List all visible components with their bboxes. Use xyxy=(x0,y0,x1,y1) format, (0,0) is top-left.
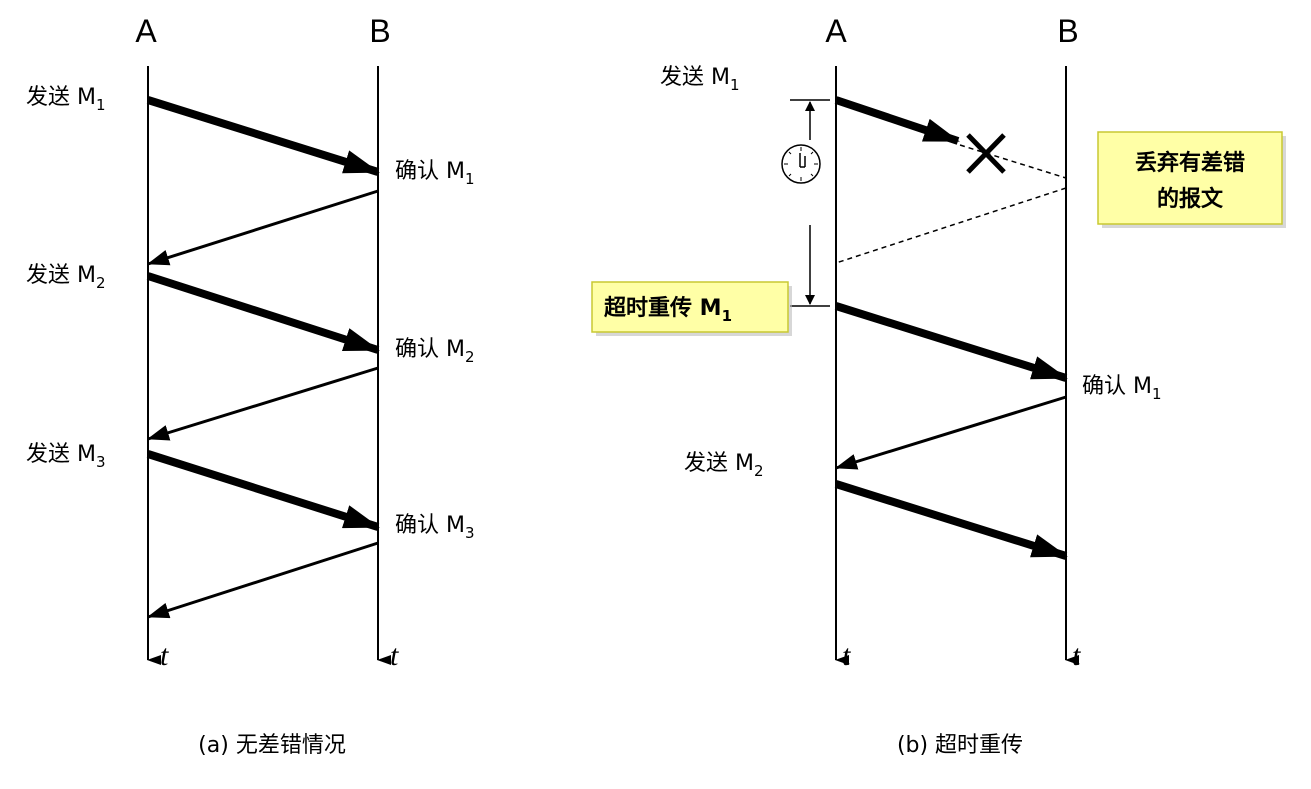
panel-a-ack-arrow-2 xyxy=(147,366,379,441)
panel-b-ack-label-1: 确认 M1 xyxy=(1082,374,1162,403)
discard-note-line-2: 的报文 xyxy=(1157,186,1224,212)
clock-icon xyxy=(781,144,821,184)
panel-b-send-label-2: 发送 M2 xyxy=(684,451,764,480)
panel-b-ack-arrow-1 xyxy=(835,395,1067,470)
panel-a-ack-label-2: 确认 M2 xyxy=(395,337,475,366)
panel-a-send-label-1: 发送 M1 xyxy=(26,85,106,114)
panel-a-send-arrow-2 xyxy=(146,272,380,354)
panel-b-send-arrow-lost xyxy=(834,96,960,145)
retransmit-note: 超时重传 M1 xyxy=(591,281,792,336)
panel-a-ack-label-1: 确认 M1 xyxy=(395,159,475,188)
panel-a-send-label-2: 发送 M2 xyxy=(26,263,106,292)
panel-a-time-label-b: t xyxy=(390,639,399,672)
panel-b-caption: (b) 超时重传 xyxy=(897,733,1023,758)
panel-b-header-a: A xyxy=(825,13,847,49)
panel-b-header-b: B xyxy=(1057,13,1078,49)
discard-note-line-1: 丢弃有差错 xyxy=(1135,150,1245,176)
panel-b-time-label-b: t xyxy=(1072,639,1081,672)
panel-b: A B t t xyxy=(591,13,1286,758)
discard-note: 丢弃有差错 的报文 xyxy=(1097,131,1286,228)
panel-b-dashed-lost-path xyxy=(959,144,1067,179)
panel-a-header-a: A xyxy=(135,13,157,49)
panel-a-send-arrow-3 xyxy=(146,450,380,531)
panel-b-dashed-no-ack xyxy=(835,187,1067,264)
panel-a-ack-arrow-1 xyxy=(147,189,379,266)
panel-b-time-label-a: t xyxy=(842,639,851,672)
panel-a-send-arrow-1 xyxy=(146,96,380,176)
panel-b-send-arrow-2 xyxy=(834,480,1068,560)
panel-a-ack-arrow-3 xyxy=(147,541,379,619)
panel-a-caption: (a) 无差错情况 xyxy=(198,733,346,758)
panel-a-ack-label-3: 确认 M3 xyxy=(395,513,475,542)
panel-a-send-label-3: 发送 M3 xyxy=(26,442,106,471)
panel-a-header-b: B xyxy=(369,13,390,49)
retransmit-note-label: 超时重传 M1 xyxy=(604,296,732,325)
panel-b-send-label-1: 发送 M1 xyxy=(660,65,740,94)
panel-a: A B t t 发送 M1 发送 M2 发送 M3 确认 M1 确认 M2 确认… xyxy=(26,13,475,758)
panel-b-retransmit-arrow xyxy=(834,302,1068,382)
panel-a-time-label-a: t xyxy=(160,639,169,672)
